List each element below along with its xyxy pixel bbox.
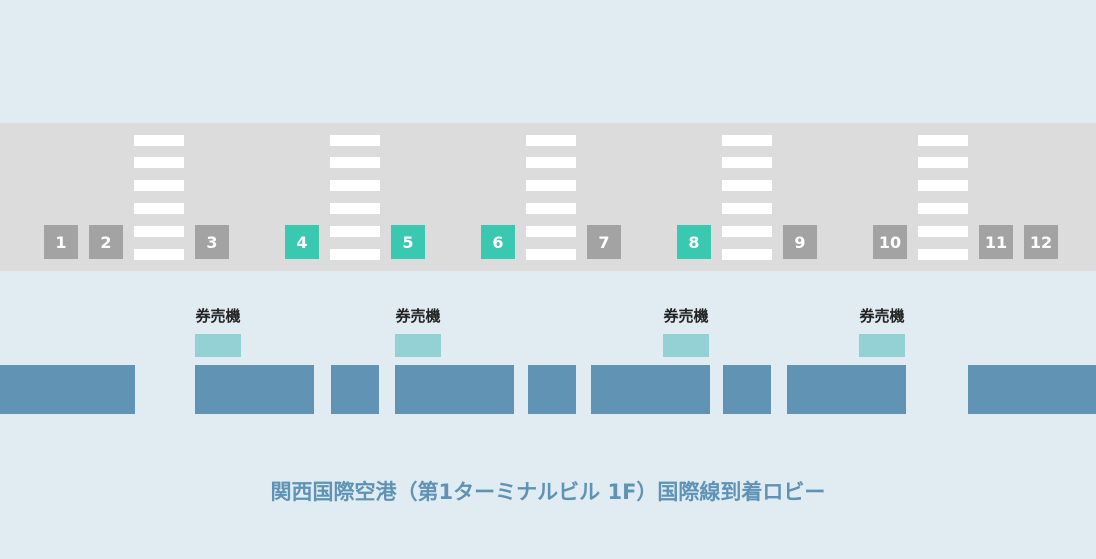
terminal-building-section: [723, 365, 771, 414]
crosswalk-stripe: [330, 180, 380, 191]
crosswalk-stripe: [722, 180, 772, 191]
bus-stop-9[interactable]: 9: [783, 225, 817, 259]
crosswalk-stripe: [722, 249, 772, 260]
crosswalk-stripe: [918, 157, 968, 168]
bus-stop-6[interactable]: 6: [481, 225, 515, 259]
terminal-building-section: [787, 365, 906, 414]
crosswalk-stripe: [722, 135, 772, 146]
crosswalk-stripe: [526, 135, 576, 146]
crosswalk-stripe: [722, 226, 772, 237]
terminal-building-section: [195, 365, 314, 414]
crosswalk-stripe: [722, 157, 772, 168]
ticket-machine: [859, 334, 905, 357]
crosswalk-stripe: [134, 203, 184, 214]
ticket-machine: [395, 334, 441, 357]
terminal-building-section: [591, 365, 710, 414]
crosswalk-stripe: [134, 226, 184, 237]
crosswalk-stripe: [134, 157, 184, 168]
terminal-building-section: [968, 365, 1096, 414]
bus-stop-3[interactable]: 3: [195, 225, 229, 259]
bus-stop-2[interactable]: 2: [89, 225, 123, 259]
bus-stop-10[interactable]: 10: [873, 225, 907, 259]
crosswalk-stripe: [330, 249, 380, 260]
location-title: 関西国際空港（第1ターミナルビル 1F）国際線到着ロビー: [270, 480, 826, 504]
crosswalk-stripe: [330, 226, 380, 237]
crosswalk-stripe: [526, 157, 576, 168]
road: [0, 123, 1096, 271]
ticket-machine-label: 券売機: [663, 307, 709, 325]
bus-stop-12[interactable]: 12: [1024, 225, 1058, 259]
bus-stop-11[interactable]: 11: [979, 225, 1013, 259]
crosswalk-stripe: [526, 226, 576, 237]
crosswalk-stripe: [134, 249, 184, 260]
terminal-building-section: [331, 365, 379, 414]
crosswalk-stripe: [134, 135, 184, 146]
ticket-machine: [195, 334, 241, 357]
terminal-building-section: [395, 365, 514, 414]
crosswalk-stripe: [918, 180, 968, 191]
bus-stop-8[interactable]: 8: [677, 225, 711, 259]
bus-stop-7[interactable]: 7: [587, 225, 621, 259]
crosswalk-stripe: [526, 249, 576, 260]
crosswalk-stripe: [918, 135, 968, 146]
terminal-building-section: [0, 365, 135, 414]
crosswalk-stripe: [526, 203, 576, 214]
crosswalk-stripe: [918, 203, 968, 214]
bus-stop-4[interactable]: 4: [285, 225, 319, 259]
ticket-machine-label: 券売機: [859, 307, 905, 325]
ticket-machine: [663, 334, 709, 357]
ticket-machine-label: 券売機: [195, 307, 241, 325]
crosswalk-stripe: [526, 180, 576, 191]
bus-stop-5[interactable]: 5: [391, 225, 425, 259]
crosswalk-stripe: [330, 203, 380, 214]
bus-stop-1[interactable]: 1: [44, 225, 78, 259]
crosswalk-stripe: [330, 135, 380, 146]
crosswalk-stripe: [722, 203, 772, 214]
crosswalk-stripe: [330, 157, 380, 168]
crosswalk-stripe: [918, 226, 968, 237]
ticket-machine-label: 券売機: [395, 307, 441, 325]
crosswalk-stripe: [134, 180, 184, 191]
crosswalk-stripe: [918, 249, 968, 260]
terminal-building-section: [528, 365, 576, 414]
